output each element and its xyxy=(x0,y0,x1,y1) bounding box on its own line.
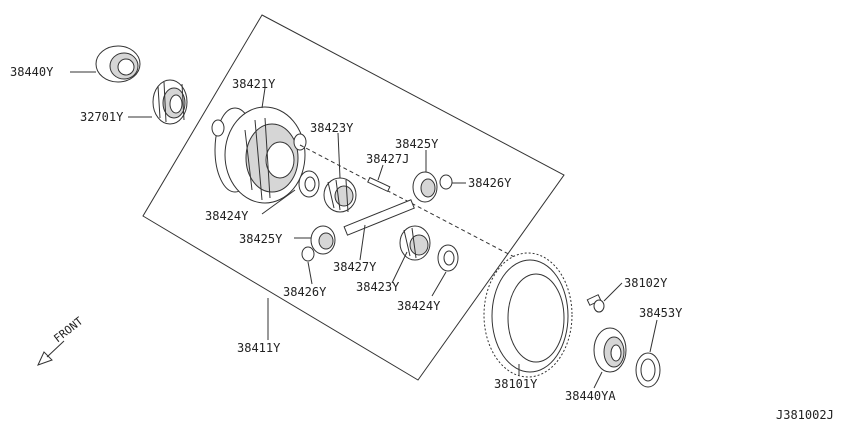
label-38425y-left: 38425Y xyxy=(239,232,283,246)
lock-pin-38427j xyxy=(367,176,391,193)
label-38453y: 38453Y xyxy=(639,306,683,320)
front-arrow-icon xyxy=(37,340,65,366)
washer-38426y-bottom xyxy=(301,246,315,262)
label-38427j: 38427J xyxy=(366,152,410,166)
differential-case-38421y xyxy=(211,106,307,204)
label-38423y-top: 38423Y xyxy=(310,121,354,135)
diagram-code: J381002J xyxy=(776,408,834,422)
bearing-38440y xyxy=(95,45,141,83)
label-38426y-bottom: 38426Y xyxy=(283,285,327,299)
label-38440y: 38440Y xyxy=(10,65,54,79)
label-38423y-bottom: 38423Y xyxy=(356,280,400,294)
bolt-38102y xyxy=(586,294,605,313)
label-38425y-top: 38425Y xyxy=(395,137,439,151)
label-38411y: 38411Y xyxy=(237,341,281,355)
label-38440ya: 38440YA xyxy=(565,389,616,403)
washer-38426y-top xyxy=(439,174,453,190)
leader-lines xyxy=(70,71,658,389)
label-38421y: 38421Y xyxy=(232,77,276,91)
label-38424y-bottom: 38424Y xyxy=(397,299,441,313)
ring-gear-38101y xyxy=(483,252,573,378)
side-gear-38423y-bottom xyxy=(399,225,431,261)
label-38101y: 38101Y xyxy=(494,377,538,391)
pinion-shaft-38427y xyxy=(343,199,415,236)
label-38426y-top: 38426Y xyxy=(468,176,512,190)
label-38102y: 38102Y xyxy=(624,276,668,290)
label-32701y: 32701Y xyxy=(80,110,124,124)
pinion-gear-38425y-left xyxy=(310,225,336,255)
roller-bearing-32701y xyxy=(152,79,188,125)
assembly-boundary xyxy=(142,14,565,381)
label-38424y-left: 38424Y xyxy=(205,209,249,223)
axis-centerline xyxy=(299,144,521,261)
label-38427y: 38427Y xyxy=(333,260,377,274)
pinion-gear-38425y-top xyxy=(412,171,438,203)
side-gear-38423y-top xyxy=(323,177,357,213)
bearing-38440ya xyxy=(593,327,627,373)
